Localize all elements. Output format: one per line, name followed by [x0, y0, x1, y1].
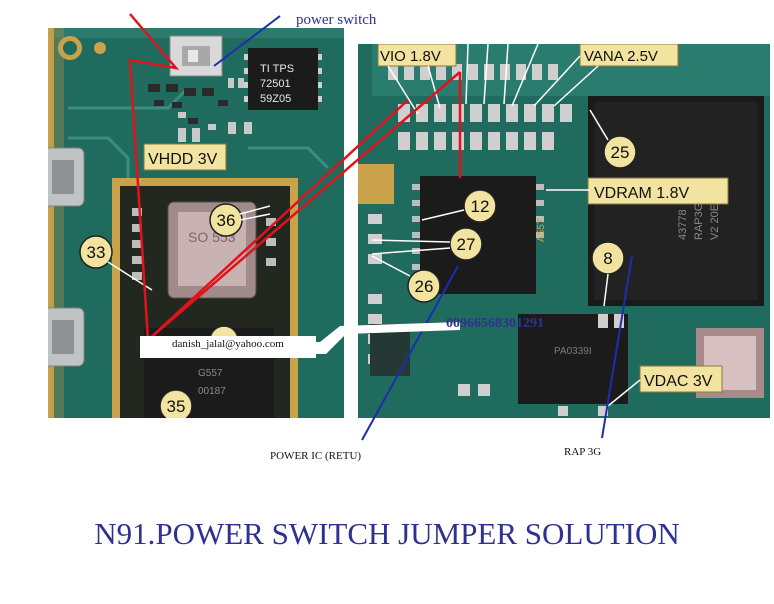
- power-switch-annotation: power switch: [296, 12, 377, 28]
- chip-text-line: 59Z05: [260, 93, 291, 105]
- rap-caption: RAP 3G: [564, 446, 602, 458]
- voltage-label-vhdd: VHDD 3V: [148, 151, 218, 168]
- chip-text-a557: A557: [536, 218, 547, 242]
- svg-text:00187: 00187: [198, 386, 226, 397]
- badge-27: 27: [457, 235, 476, 254]
- chip-text-rap: RAP3G: [693, 203, 705, 240]
- power-ic-caption: POWER IC (RETU): [270, 450, 362, 462]
- voltage-label-vio: VIO 1.8V: [380, 48, 441, 65]
- badge-35: 35: [167, 397, 186, 416]
- chip-text-line: 72501: [260, 78, 291, 90]
- badge-12: 12: [471, 197, 490, 216]
- email-annotation: danish_jalal@yahoo.com: [172, 338, 284, 350]
- badge-26: 26: [415, 277, 434, 296]
- voltage-label-vana: VANA 2.5V: [584, 48, 658, 65]
- badge-25: 25: [611, 143, 630, 162]
- badge-8: 8: [603, 249, 612, 268]
- badge-33: 33: [87, 243, 106, 262]
- svg-text:PA0339I: PA0339I: [554, 346, 592, 357]
- phone-annotation: 00966568301291: [446, 316, 544, 331]
- badge-36: 36: [217, 211, 236, 230]
- chip-text-rap: V2 20E: [709, 204, 721, 240]
- voltage-label-vdac: VDAC 3V: [644, 373, 713, 390]
- page-title: N91.POWER SWITCH JUMPER SOLUTION: [94, 516, 680, 551]
- voltage-label-vdram: VDRAM 1.8V: [594, 185, 689, 202]
- chip-text-rap: 43778: [677, 209, 689, 240]
- chip-text-line: TI TPS: [260, 63, 294, 75]
- svg-text:G557: G557: [198, 368, 223, 379]
- right-board-photo: A557 43778 RAP3G V2 20E PA0339I VIO 1.8V…: [358, 44, 770, 418]
